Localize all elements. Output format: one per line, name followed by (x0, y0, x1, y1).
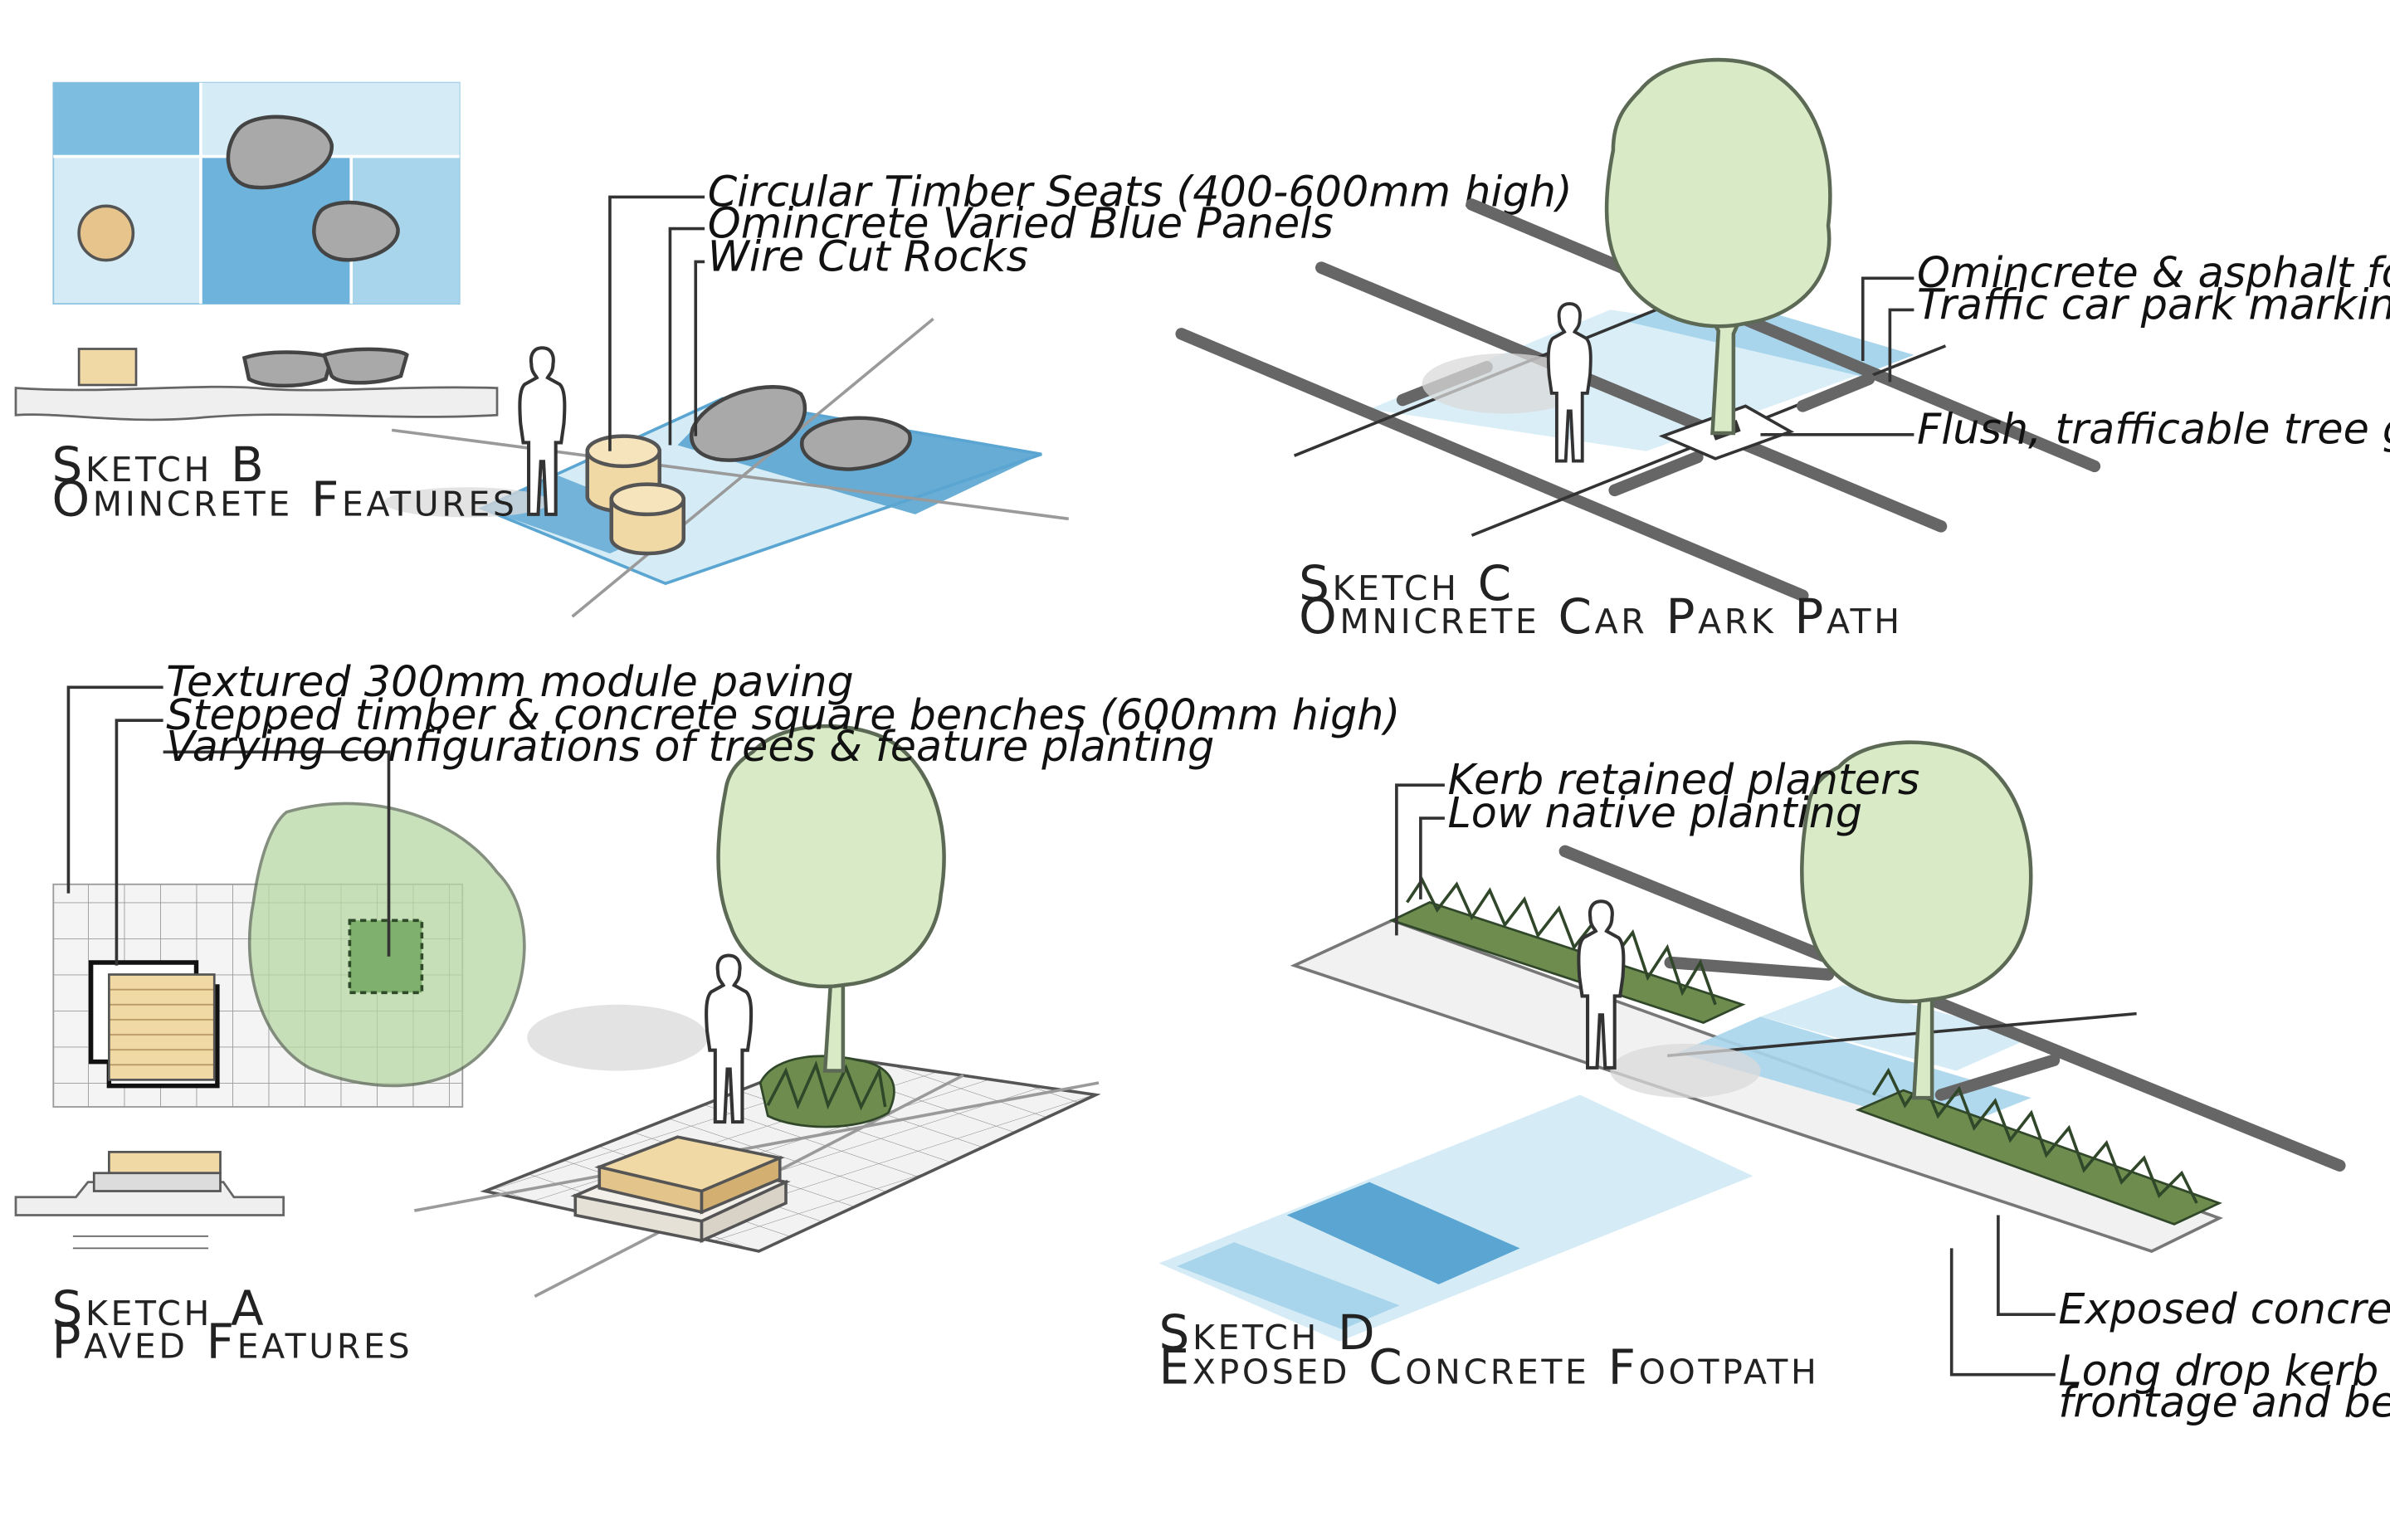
sketch-a-leaders: Textured 300mm module paving Stepped tim… (66, 657, 1400, 966)
sketch-c-title: Sketch C (1299, 555, 1514, 612)
label-footpath-flush: Omincrete & asphalt footpath flush mount… (1917, 248, 2390, 297)
label-kerb-planters: Kerb retained planters (1448, 755, 1920, 804)
label-stepped-benches: Stepped timber & concrete square benches… (166, 690, 1400, 739)
label-omincrete-blue-panels: Omincrete Varied Blue Panels (708, 198, 1334, 247)
label-long-drop-kerb-line2: frontage and between planters (2058, 1377, 2390, 1426)
tree-d (1800, 740, 2033, 1100)
label-long-drop-kerb-line1: Long drop kerb along vehicle (2058, 1346, 2390, 1395)
sketch-b-isometric (384, 317, 1069, 618)
planting-a (758, 1055, 895, 1128)
sketch-d-title: Sketch D (1159, 1304, 1378, 1361)
sketch-d-leaders: Kerb retained planters Low native planti… (1395, 755, 2390, 1426)
plan-rock-1 (226, 115, 334, 190)
wire-cut-rock-2 (800, 416, 912, 471)
tree-a (716, 724, 946, 1073)
label-trees-planting: Varying configurations of trees & featur… (166, 722, 1214, 771)
sketch-b-leaders: Circular Timber Seats (400-600mm high) O… (608, 167, 1573, 451)
sketch-c-leaders: Omincrete & asphalt footpath flush mount… (1760, 248, 2390, 454)
sketch-a-subtitle: Paved Features (52, 1313, 413, 1370)
label-tree-grates: Flush, trafficable tree grates (1917, 405, 2390, 454)
sketch-b-title: Sketch B (52, 436, 267, 493)
label-circular-timber-seats: Circular Timber Seats (400-600mm high) (708, 167, 1573, 216)
sketch-b-subtitle: Omincrete Features (52, 471, 518, 528)
label-car-park-marking: Traffic car park marking (1917, 280, 2390, 329)
wire-cut-rock-1 (689, 385, 807, 462)
label-module-paving: Textured 300mm module paving (166, 657, 854, 706)
sketch-b-section (14, 347, 499, 422)
label-exposed-concrete-path: Exposed concrete path (2058, 1284, 2390, 1333)
timber-seat-2 (609, 482, 686, 556)
sketch-d-subtitle: Exposed Concrete Footpath (1159, 1339, 1820, 1396)
sketch-a-title: Sketch A (52, 1280, 267, 1337)
stepped-benches (570, 1135, 791, 1244)
sketch-b-plan (52, 81, 461, 305)
sketch-a-plan (52, 802, 526, 1108)
sketch-b: Circular Timber Seats (400-600mm high) O… (14, 81, 1573, 618)
sketch-a-section (14, 1151, 285, 1250)
sketch-c: Omincrete & asphalt footpath flush mount… (1175, 57, 2390, 645)
label-wire-cut-rocks: Wire Cut Rocks (708, 231, 1028, 280)
tree-c (1604, 57, 1832, 436)
plan-rock-2 (312, 200, 400, 262)
sketch-a: Textured 300mm module paving Stepped tim… (14, 657, 1400, 1370)
sketch-c-subtitle: Omnicrete Car Park Path (1299, 588, 1903, 645)
label-low-native-planting: Low native planting (1448, 788, 1863, 837)
sketch-d: Kerb retained planters Low native planti… (1158, 740, 2390, 1426)
sketch-a-isometric (413, 724, 1101, 1298)
